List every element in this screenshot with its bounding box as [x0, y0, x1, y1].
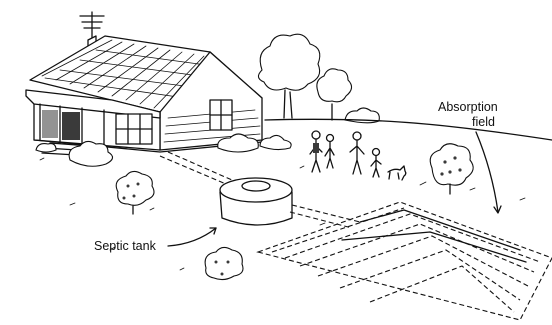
house: [26, 12, 262, 156]
background-tree-large: [258, 34, 319, 118]
yard-tree-right: [430, 144, 473, 194]
absorption-field: [258, 202, 552, 320]
house-side-window: [210, 100, 232, 130]
yard-shrub-bottom: [205, 247, 243, 279]
horizon-line: [265, 119, 552, 140]
yard-shrub-left: [116, 171, 154, 214]
absorption-field-label-line1: Absorption: [438, 100, 498, 114]
house-front-window: [116, 114, 152, 144]
absorption-field-pointer: [476, 132, 498, 212]
septic-tank-label: Septic tank: [94, 239, 157, 253]
absorption-field-label-line2: field: [472, 115, 495, 129]
effluent-line-edge: [290, 212, 352, 228]
family-figures: [310, 131, 406, 180]
house-sewer-line-edge: [160, 156, 226, 184]
background-tree-small: [317, 69, 352, 120]
septic-tank-pointer: [168, 228, 216, 246]
septic-tank: [220, 178, 292, 225]
house-sewer-line: [168, 152, 232, 180]
